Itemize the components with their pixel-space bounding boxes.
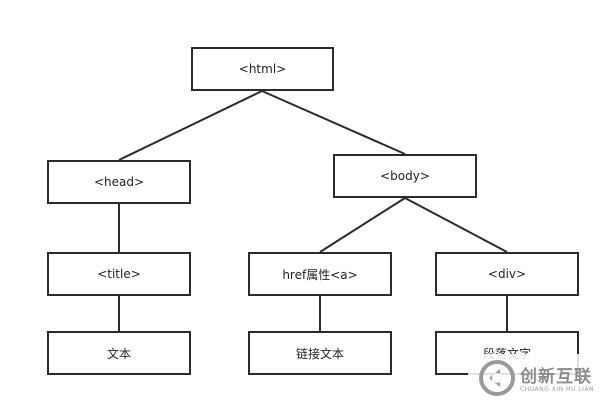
watermark-name-cn: 创新互联 xyxy=(520,367,592,387)
node-link-text: 链接文本 xyxy=(248,331,392,375)
node-title: <title> xyxy=(47,252,191,296)
node-div: <div> xyxy=(435,252,579,296)
node-html-label: <html> xyxy=(238,62,287,76)
node-head-label: <head> xyxy=(93,175,145,189)
edge-body-div xyxy=(404,197,508,253)
watermark-name-en: CHUANG XIN HU LIAN xyxy=(520,386,595,393)
edge-html-body xyxy=(261,90,406,155)
node-title-text: 文本 xyxy=(47,331,191,375)
node-body: <body> xyxy=(333,154,477,198)
node-head: <head> xyxy=(47,160,191,204)
edge-body-a xyxy=(319,197,406,253)
node-div-label: <div> xyxy=(487,267,527,281)
node-title-label: <title> xyxy=(97,267,141,281)
node-anchor-label: href属性<a> xyxy=(282,267,358,282)
node-link-text-label: 链接文本 xyxy=(295,346,344,361)
node-title-text-label: 文本 xyxy=(106,346,131,361)
node-anchor: href属性<a> xyxy=(248,252,392,296)
node-html: <html> xyxy=(191,47,334,91)
node-body-label: <body> xyxy=(380,169,430,183)
edge-html-head xyxy=(118,90,263,161)
watermark-logo-icon xyxy=(479,360,515,396)
